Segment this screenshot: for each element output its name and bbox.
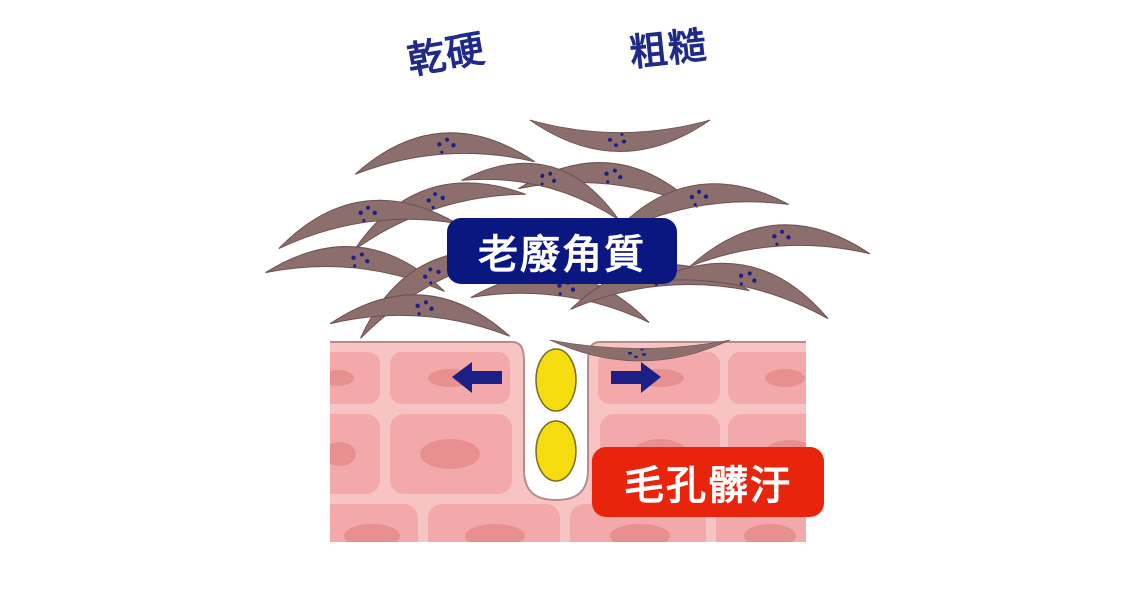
pore-dirt-label: 毛孔髒汙 [592,447,824,517]
rough-label: 粗糙 [627,23,710,76]
sebum-plug [535,348,577,482]
old-keratin-label: 老廢角質 [447,218,677,284]
right-arrow-icon [611,362,661,393]
left-arrow-icon [452,362,502,393]
skin-cells-row-3 [330,504,806,542]
